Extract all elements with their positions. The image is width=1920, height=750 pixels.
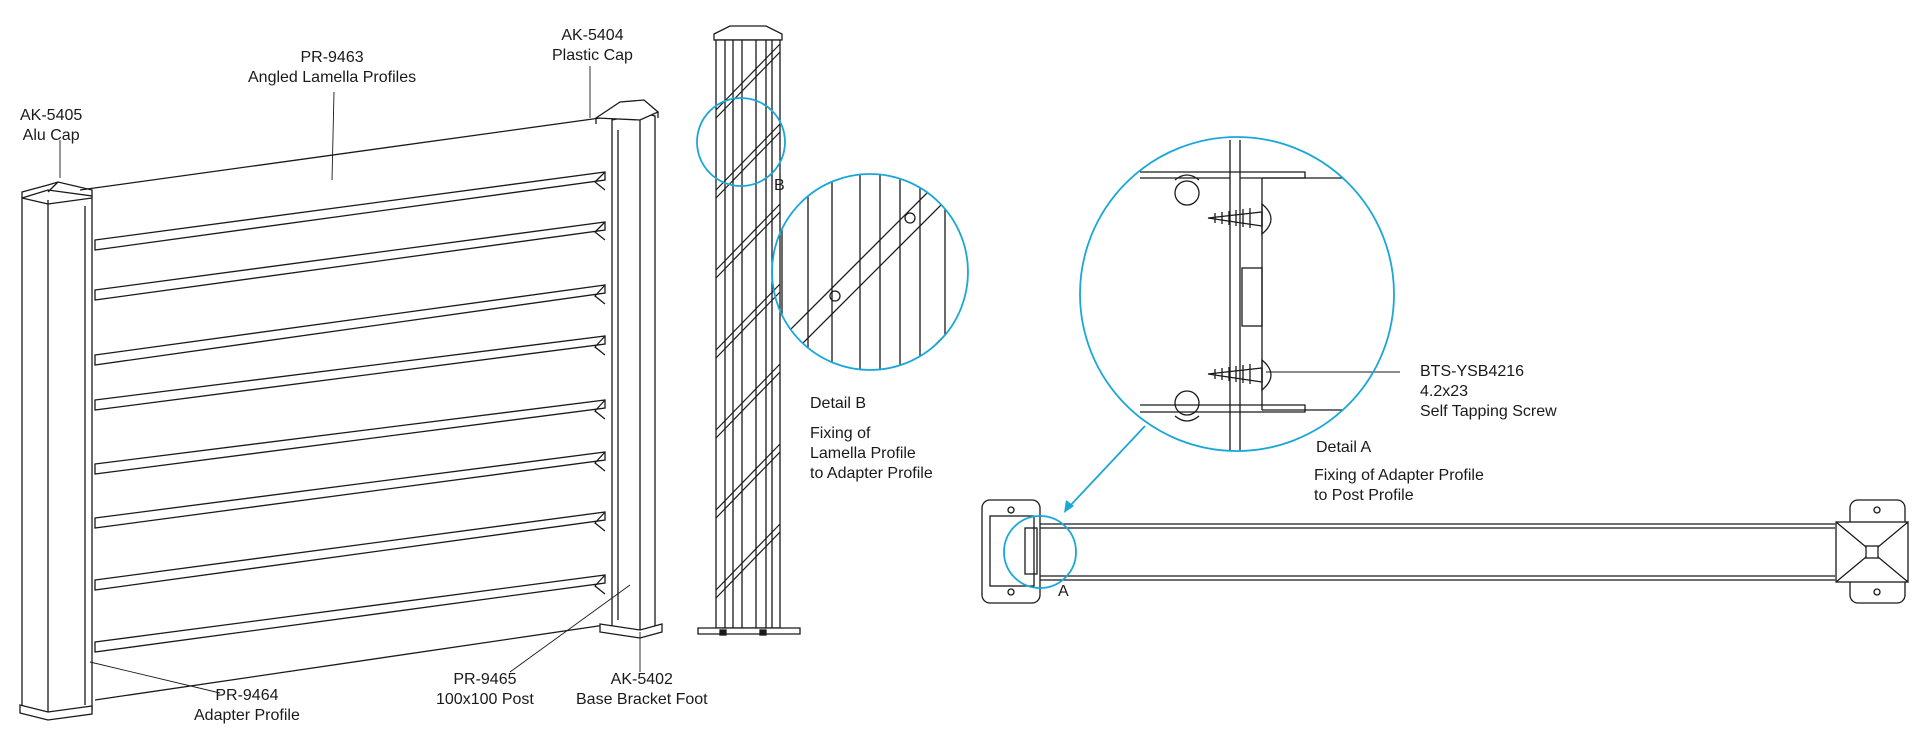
label-base-foot: AK-5402 Base Bracket Foot bbox=[576, 670, 708, 710]
plastic-cap-code: AK-5404 bbox=[561, 27, 624, 44]
detail-a-description: Fixing of Adapter Profile to Post Profil… bbox=[1314, 466, 1484, 506]
detail-a-marker-circle bbox=[1003, 515, 1077, 589]
label-plastic-cap: AK-5404 Plastic Cap bbox=[552, 26, 633, 66]
screw-code: BTS-YSB4216 bbox=[1420, 363, 1525, 380]
screw-bottom bbox=[1207, 358, 1272, 392]
detail-a-desc-line: Fixing of Adapter Profile bbox=[1314, 467, 1484, 484]
detail-a-desc-line: to Post Profile bbox=[1314, 487, 1414, 504]
detail-b-description: Fixing of Lamella Profile to Adapter Pro… bbox=[810, 424, 933, 484]
detail-markers bbox=[696, 97, 1395, 589]
detail-b-desc-line: Fixing of bbox=[810, 425, 871, 442]
detail-b-frame bbox=[771, 173, 969, 371]
detail-a-arrow bbox=[1067, 425, 1146, 509]
detail-b-desc-line: Lamella Profile bbox=[810, 445, 916, 462]
detail-a-marker-label: A bbox=[1058, 583, 1069, 600]
label-alu-cap: AK-5405 Alu Cap bbox=[20, 106, 82, 146]
post-front-view bbox=[697, 25, 801, 636]
lamella-slats bbox=[94, 171, 606, 701]
detail-b-view bbox=[772, 174, 968, 370]
label-lamella: PR-9463 Angled Lamella Profiles bbox=[248, 48, 416, 88]
post-name: 100x100 Post bbox=[436, 691, 534, 708]
base-foot-name: Base Bracket Foot bbox=[576, 691, 708, 708]
screw-name: Self Tapping Screw bbox=[1420, 403, 1557, 420]
lamella-code: PR-9463 bbox=[300, 49, 364, 66]
base-foot-code: AK-5402 bbox=[610, 671, 673, 688]
detail-a-title: Detail A bbox=[1316, 439, 1372, 456]
post-code: PR-9465 bbox=[453, 671, 517, 688]
detail-b-title: Detail B bbox=[810, 395, 867, 412]
plan-view bbox=[981, 499, 1909, 604]
label-screw: BTS-YSB4216 4.2x23 Self Tapping Screw bbox=[1420, 362, 1557, 422]
lamella-name: Angled Lamella Profiles bbox=[248, 69, 417, 86]
detail-b-marker-label: B bbox=[774, 177, 785, 194]
detail-b-marker-circle bbox=[696, 97, 786, 187]
alu-cap-name: Alu Cap bbox=[22, 127, 80, 144]
detail-a-frame bbox=[1079, 136, 1395, 452]
left-post bbox=[19, 181, 93, 721]
screw-top bbox=[1207, 202, 1272, 236]
detail-b-desc-line: to Adapter Profile bbox=[810, 465, 933, 482]
label-post: PR-9465 100x100 Post bbox=[436, 670, 534, 710]
adapter-code: PR-9464 bbox=[215, 687, 279, 704]
leader-lines bbox=[59, 66, 1400, 694]
plastic-cap-name: Plastic Cap bbox=[552, 47, 633, 64]
lamella-panel bbox=[79, 117, 606, 701]
alu-cap-code: AK-5405 bbox=[20, 107, 83, 124]
label-adapter: PR-9464 Adapter Profile bbox=[194, 686, 300, 726]
adapter-name: Adapter Profile bbox=[194, 707, 300, 724]
slat-ends bbox=[594, 171, 606, 595]
right-post bbox=[593, 99, 663, 639]
screw-size: 4.2x23 bbox=[1420, 383, 1469, 400]
detail-a-view bbox=[1140, 140, 1394, 451]
